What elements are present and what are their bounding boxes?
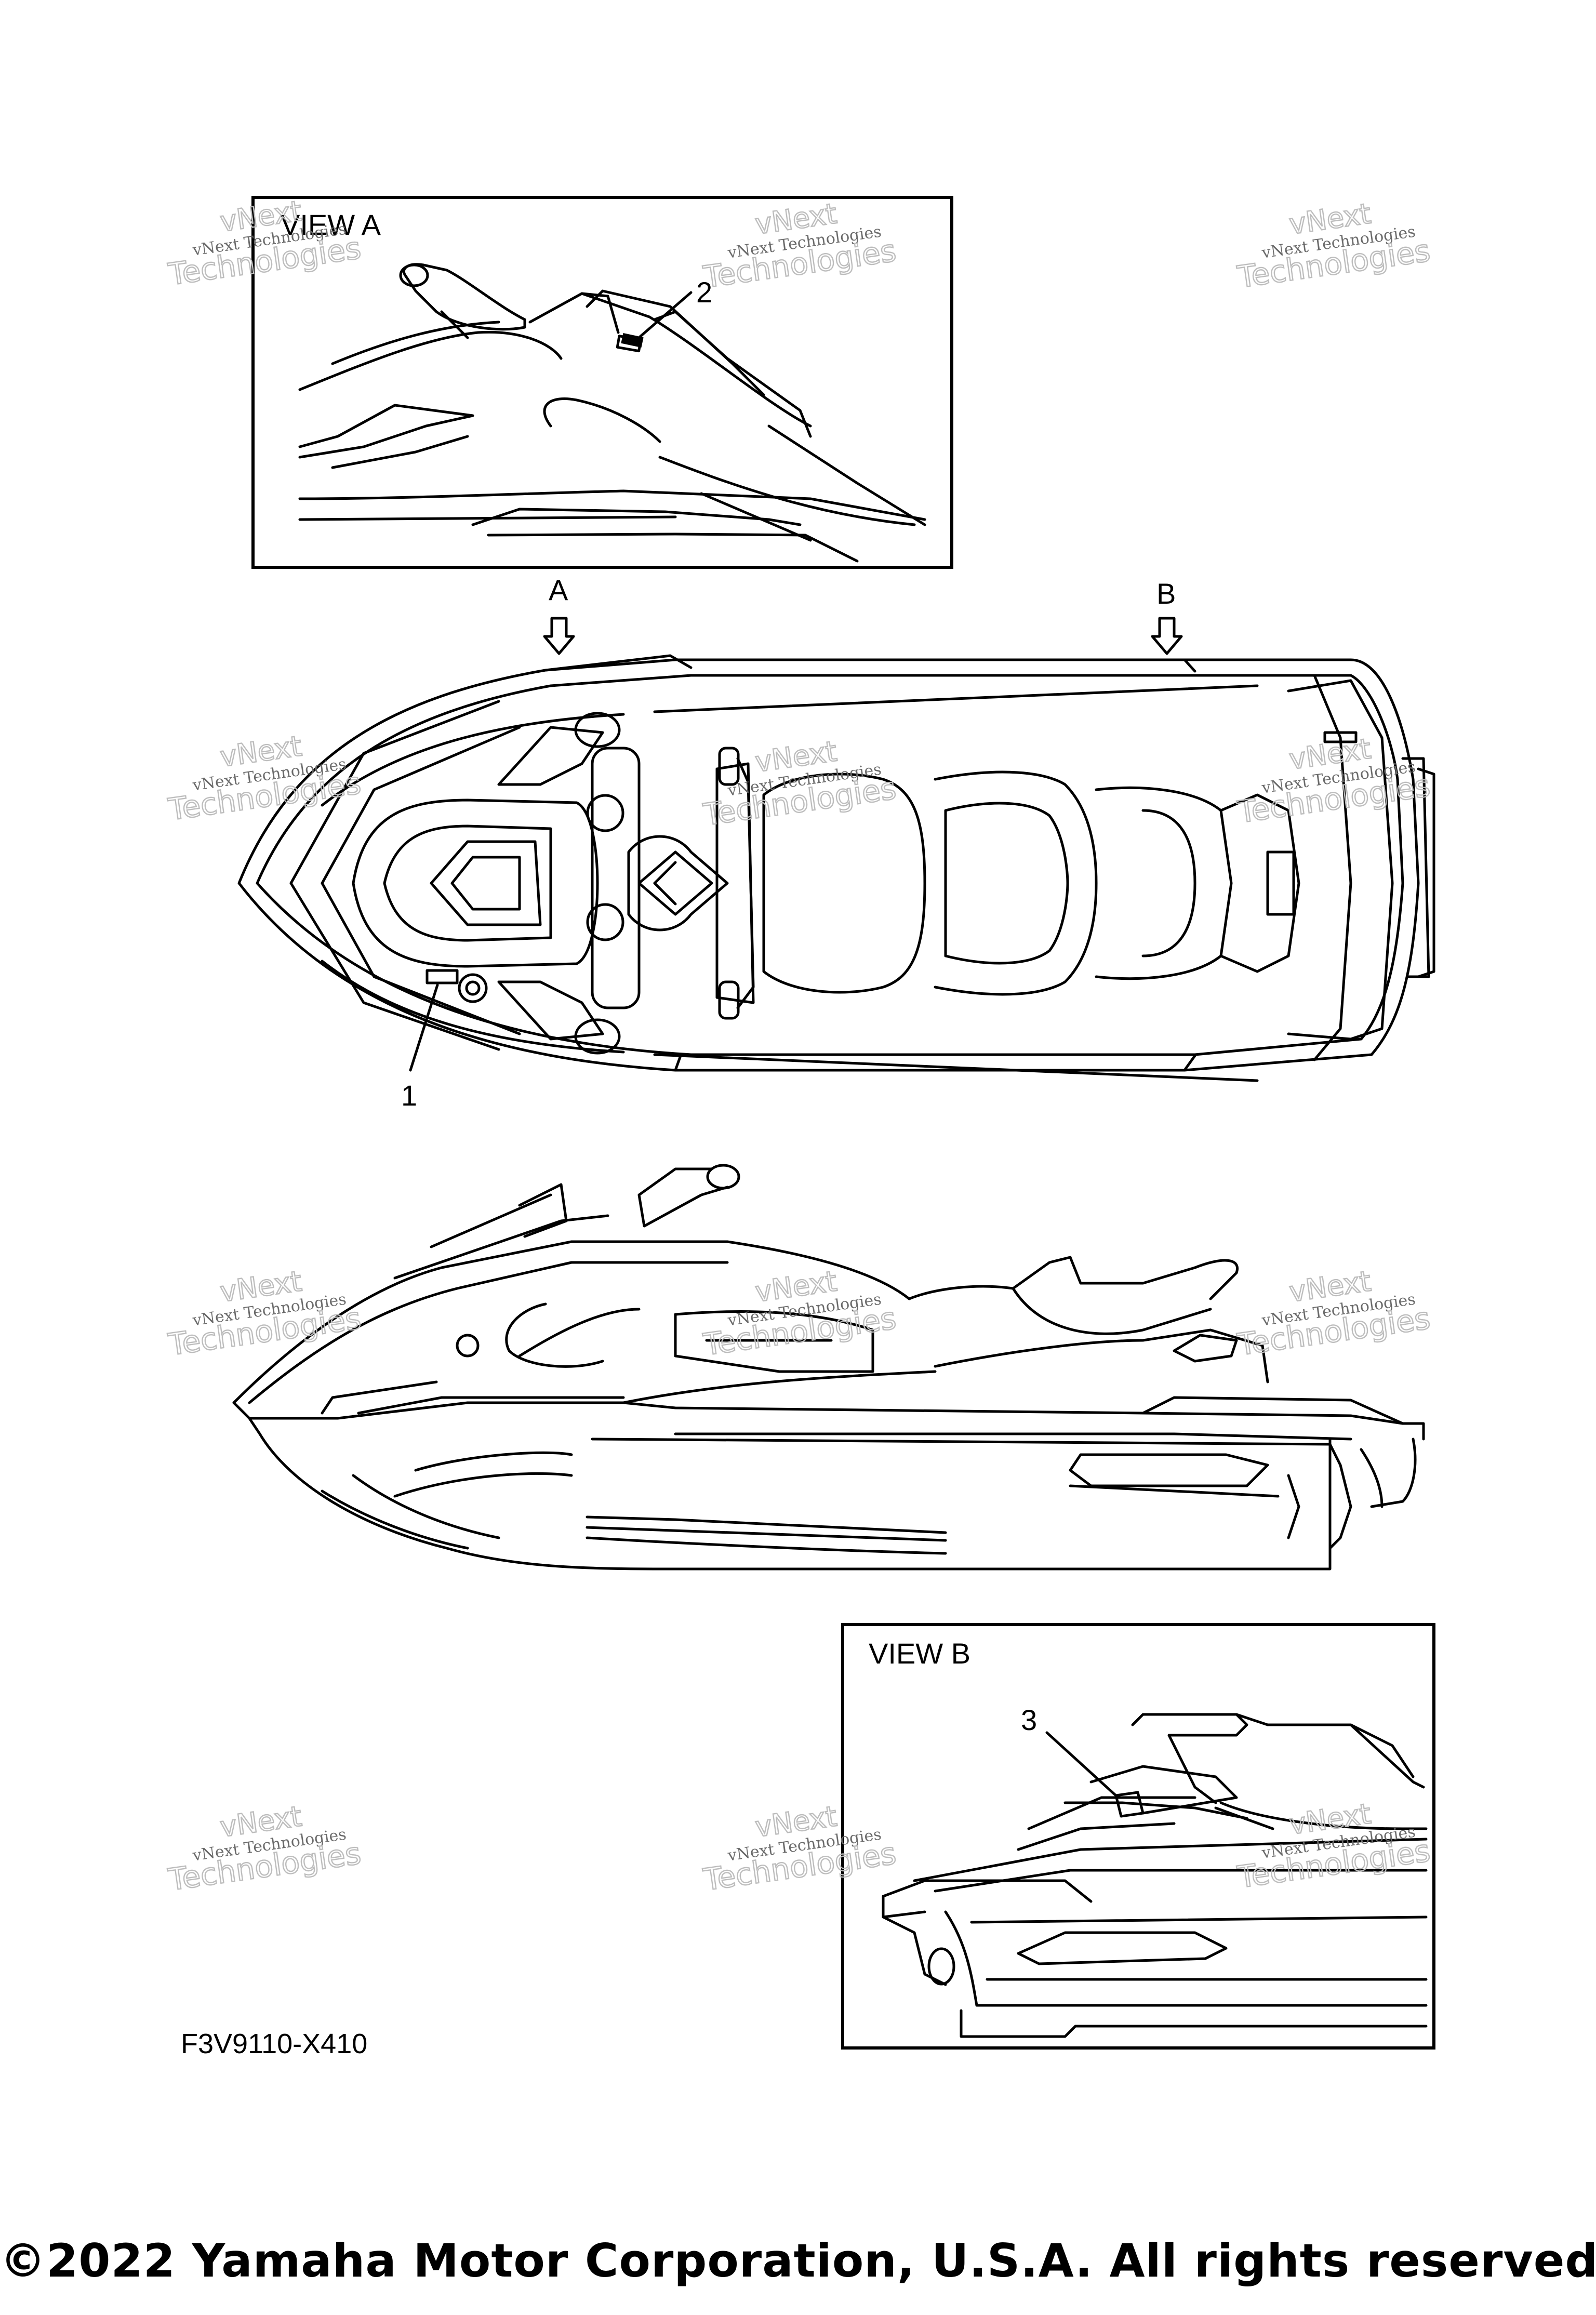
watermark: vNext vNext Technologies Technologies bbox=[165, 1264, 364, 1363]
label-decal-1 bbox=[425, 969, 459, 984]
label-decal-3 bbox=[1114, 1791, 1145, 1818]
label-decal-2 bbox=[621, 333, 644, 348]
watermark: vNext vNext Technologies Technologies bbox=[700, 734, 899, 833]
callout-1: 1 bbox=[401, 969, 459, 1112]
watermark: vNext vNext Technologies Technologies bbox=[700, 1799, 899, 1898]
callout-1-label: 1 bbox=[401, 1079, 417, 1112]
view-a-arrow: A bbox=[543, 574, 575, 655]
view-a-jetski-drawing bbox=[298, 263, 926, 563]
callout-3-label: 3 bbox=[1021, 1704, 1037, 1736]
view-b-arrow: B bbox=[1151, 577, 1183, 655]
watermark: vNext vNext Technologies Technologies bbox=[165, 194, 364, 293]
watermark: vNext vNext Technologies Technologies bbox=[165, 1799, 364, 1898]
watermark: vNext vNext Technologies Technologies bbox=[700, 196, 899, 296]
watermark: vNext vNext Technologies Technologies bbox=[1234, 731, 1433, 831]
watermark: vNext vNext Technologies Technologies bbox=[1234, 1264, 1433, 1363]
callout-2: 2 bbox=[621, 276, 712, 348]
watermark: vNext vNext Technologies Technologies bbox=[700, 1264, 899, 1363]
view-a-title: VIEW A bbox=[281, 208, 381, 241]
arrow-a-label: A bbox=[549, 574, 568, 606]
callout-2-label: 2 bbox=[696, 276, 712, 309]
watermark: vNext vNext Technologies Technologies bbox=[1234, 1797, 1433, 1896]
view-a-frame bbox=[251, 196, 953, 569]
watermark: vNext vNext Technologies Technologies bbox=[165, 729, 364, 828]
callout-3: 3 bbox=[1021, 1704, 1145, 1818]
view-b-jetski-drawing bbox=[882, 1713, 1428, 2038]
watermark: vNext vNext Technologies Technologies bbox=[1234, 196, 1433, 296]
arrow-a-icon bbox=[543, 617, 575, 655]
view-b-panel: VIEW B 3 bbox=[841, 1623, 1435, 2050]
side-view-jetski-drawing bbox=[232, 1164, 1425, 1571]
view-b-frame bbox=[841, 1623, 1435, 2050]
view-a-panel: VIEW A bbox=[251, 196, 953, 569]
top-view-jetski-drawing bbox=[237, 654, 1435, 1082]
copyright-notice: ©2022 Yamaha Motor Corporation, U.S.A. A… bbox=[0, 2234, 1596, 2287]
view-b-title: VIEW B bbox=[869, 1637, 970, 1670]
arrow-b-label: B bbox=[1156, 577, 1176, 610]
arrow-b-icon bbox=[1151, 617, 1183, 655]
figure-code: F3V9110-X410 bbox=[181, 2028, 367, 2059]
